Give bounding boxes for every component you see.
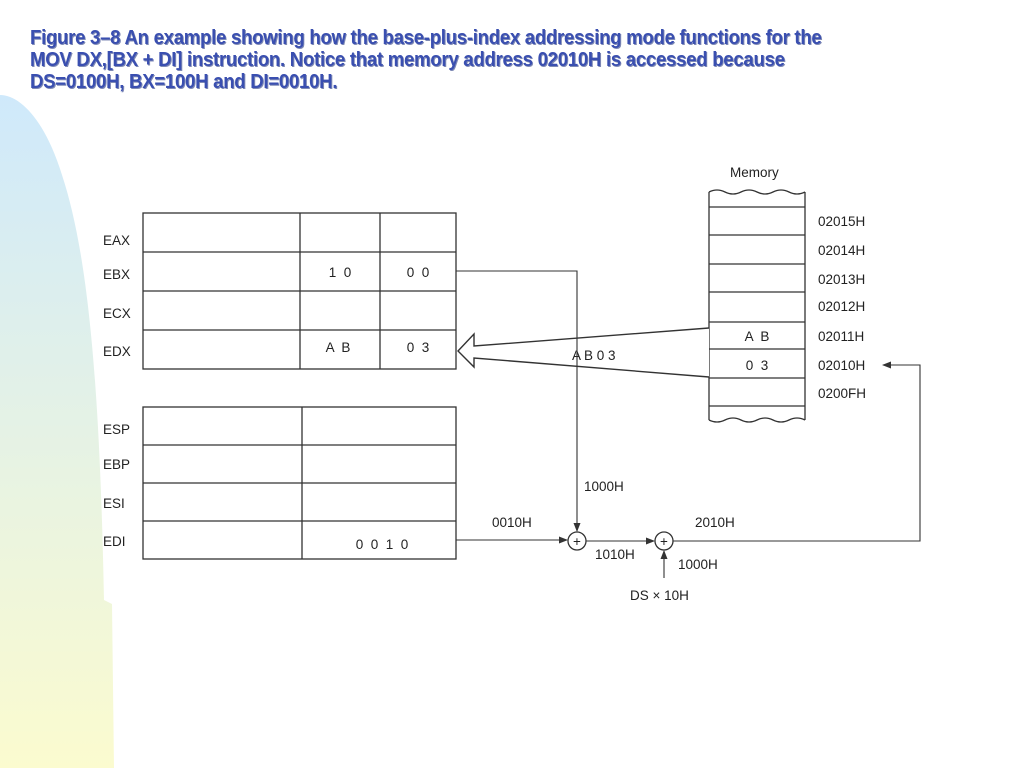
register-name-ecx: ECX	[103, 306, 131, 321]
memory-address-02010: 02010H	[818, 358, 865, 373]
register-name-eax: EAX	[103, 233, 130, 248]
register-name-esi: ESI	[103, 496, 125, 511]
register-name-edi: EDI	[103, 534, 126, 549]
register-block-pointer-index	[142, 406, 457, 560]
memory-address-02013: 02013H	[818, 272, 865, 287]
adder-1-symbol: +	[573, 534, 581, 549]
transfer-arrow	[457, 327, 710, 378]
memory-address-02012: 02012H	[818, 299, 865, 314]
memory-cells	[708, 192, 806, 420]
memory-label: Memory	[730, 165, 779, 180]
figure-caption: Figure 3–8 An example showing how the ba…	[30, 27, 937, 93]
edx-low-byte: 0 3	[407, 340, 430, 355]
transfer-value-label: A B 0 3	[572, 348, 616, 363]
edx-high-byte: A B	[326, 340, 351, 355]
bx-value-label: 1000H	[584, 479, 624, 494]
edi-value: 0 0 1 0	[356, 537, 409, 552]
memory-bottom-break	[708, 417, 806, 423]
sum2-path	[673, 361, 921, 542]
sum1-label: 1010H	[595, 547, 635, 562]
ds-value-label: 1000H	[678, 557, 718, 572]
memory-address-02015: 02015H	[818, 214, 865, 229]
sum2-label: 2010H	[695, 515, 735, 530]
register-name-edx: EDX	[103, 344, 131, 359]
memory-address-02014: 02014H	[818, 243, 865, 258]
memory-address-02011: 02011H	[818, 329, 864, 344]
adder-2-symbol: +	[660, 534, 668, 549]
memory-value-02011: A B	[745, 329, 770, 344]
memory-address-0200F: 0200FH	[818, 386, 866, 401]
ebx-high-byte: 1 0	[329, 265, 352, 280]
ds-label: DS × 10H	[630, 588, 689, 603]
register-block-general	[142, 212, 457, 370]
register-name-ebx: EBX	[103, 267, 130, 282]
ebx-low-byte: 0 0	[407, 265, 430, 280]
caption-line-1: Figure 3–8 An example showing how the ba…	[30, 27, 822, 49]
di-value-label: 0010H	[492, 515, 532, 530]
ebx-path	[456, 270, 581, 532]
register-name-ebp: EBP	[103, 457, 130, 472]
register-name-esp: ESP	[103, 422, 130, 437]
caption-line-3: DS=0100H, BX=100H and DI=0010H.	[30, 71, 338, 93]
caption-line-2: MOV DX,[BX + DI] instruction. Notice tha…	[30, 49, 785, 71]
memory-value-02010: 0 3	[746, 358, 769, 373]
memory-top-break	[708, 189, 806, 195]
background-curve	[0, 95, 114, 768]
